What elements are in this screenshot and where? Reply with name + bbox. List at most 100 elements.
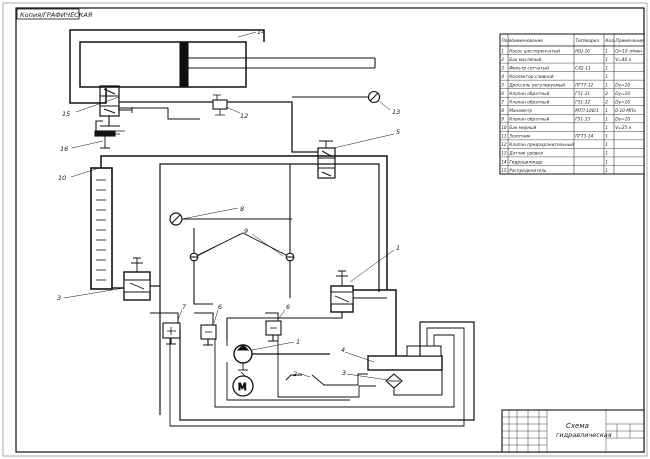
- spec-cell: Фильтр сетчатый: [509, 65, 549, 71]
- spec-cell: 2: [605, 100, 608, 106]
- spec-cell: 1: [605, 151, 608, 157]
- check-valve-7: [162, 322, 181, 345]
- hydraulic-scheme: M: [63, 29, 475, 427]
- motor-label: M: [238, 382, 247, 393]
- callout-numbers: 14 15 12 13 5 16 10 8 9 1 3 7 6 6 1 4 3 …: [57, 28, 400, 378]
- control-valve: [226, 270, 397, 362]
- spec-cell: 1: [605, 82, 608, 88]
- spec-cell: Насос шестеренчатый: [509, 48, 560, 54]
- pump: [233, 344, 330, 377]
- callout-5: 5: [396, 128, 400, 136]
- spec-cell: 2: [605, 91, 608, 97]
- return-line-2: [169, 327, 465, 427]
- callout-6a: 6: [218, 303, 222, 311]
- spec-cell: Бак мерный: [509, 125, 536, 131]
- spec-cell: 9: [501, 117, 504, 123]
- spec-cell: Клапан обратный: [509, 91, 549, 97]
- spec-cell: 1: [605, 125, 608, 131]
- spec-cell: 10: [501, 125, 507, 131]
- spec-cell: 0-10 МПа: [615, 108, 636, 114]
- corner-tag-text: Копия/ГРАФИЧЕСКАЯ: [20, 11, 93, 19]
- spec-cell: 5: [501, 82, 504, 88]
- spec-cell: 7: [501, 100, 504, 106]
- spec-cell: Г51-33: [575, 117, 590, 123]
- corner-tag-box: [16, 8, 80, 20]
- spec-cell: 4: [501, 74, 504, 80]
- title-line1: Схема: [566, 422, 589, 430]
- spec-cell: 1: [605, 117, 608, 123]
- relief-valve: [212, 94, 228, 116]
- spec-cell: Г51-32: [575, 100, 590, 106]
- spec-cell: Манометр: [509, 108, 532, 114]
- pressure-sensor: [292, 90, 381, 104]
- callout-4: 4: [341, 346, 345, 354]
- distributor-valve: [112, 257, 160, 301]
- branch-line-6a: [194, 312, 214, 325]
- spec-cell: Клапан обратный: [509, 117, 549, 123]
- suction-line: [311, 373, 368, 386]
- spec-cell: Датчик уровня: [508, 151, 543, 157]
- spec-cell: Г51-31: [575, 91, 590, 97]
- spec-cell: 11: [501, 134, 507, 140]
- check-valve-6a: [200, 324, 217, 346]
- spec-cell: Дроссель регулируемый: [508, 82, 565, 88]
- callout-1b: 1: [296, 338, 300, 346]
- spec-cell: Гидроцилиндр: [509, 159, 543, 165]
- callout-3b: 3: [342, 369, 346, 377]
- return-line-1: [179, 321, 475, 421]
- pressure-line-top: [119, 101, 318, 153]
- return-line-4: [277, 335, 376, 398]
- pressure-line-mid: [119, 107, 200, 120]
- callout-13: 13: [392, 108, 400, 116]
- spec-cell: Распределитель: [509, 168, 547, 174]
- second-header-line: [159, 163, 380, 415]
- check-valve-bridge: [193, 232, 291, 258]
- return-line-3: [214, 334, 455, 408]
- callout-6b: 6: [286, 303, 290, 311]
- spec-cell: МТП-100/1: [575, 108, 599, 114]
- spec-cell: Dу=10: [615, 117, 630, 123]
- pump-return-line: [285, 374, 302, 381]
- check-valve-6b: [265, 320, 282, 342]
- filter-out-line: [393, 370, 443, 396]
- spec-cell: 1: [605, 57, 608, 63]
- spec-cell: 1: [605, 159, 608, 165]
- spec-header-cell: Примечание: [616, 38, 644, 44]
- callout-leaders: [63, 31, 395, 381]
- callout-7: 7: [182, 303, 187, 311]
- spec-cell: С42-11: [575, 65, 591, 71]
- spec-cell: 13: [501, 151, 507, 157]
- callout-16: 16: [60, 145, 68, 153]
- main-header-line: [100, 155, 388, 290]
- spec-cell: Бак масляный: [509, 57, 541, 63]
- spec-cell: 1: [605, 142, 608, 148]
- spec-header-cell: Наименование: [510, 38, 544, 44]
- spec-cell: V=40 л: [615, 57, 631, 63]
- callout-15: 15: [62, 110, 70, 118]
- spec-cell: 1: [605, 65, 608, 71]
- callout-3a: 3: [57, 294, 61, 302]
- spec-cell: 1: [605, 168, 608, 174]
- spec-cell: Dу=10: [615, 91, 630, 97]
- callout-1a: 1: [396, 244, 400, 252]
- spec-cell: Коллектор сливной: [509, 74, 554, 80]
- spec-cell: ПГ73-14: [575, 134, 593, 140]
- spec-cell: 14: [501, 159, 507, 165]
- spec-cell: Dу=10: [615, 100, 630, 106]
- check-line-left: [193, 228, 213, 305]
- callout-2: 2: [293, 370, 297, 378]
- spec-cell: НШ-10: [575, 48, 590, 54]
- spec-cell: Dу=10: [615, 82, 630, 88]
- spec-cell: 15: [501, 168, 507, 174]
- spec-cell: Клапан предохранительный: [509, 142, 574, 148]
- spec-cell: 1: [501, 48, 504, 54]
- spec-cell: Клапан обратный: [509, 100, 549, 106]
- branch-line-6b: [265, 312, 279, 321]
- spec-header-cell: Поз.: [502, 38, 512, 44]
- spec-cell: 12: [501, 142, 507, 148]
- callout-10: 10: [58, 174, 66, 182]
- title-line2: гидравлическая: [556, 431, 612, 439]
- hydraulic-cylinder: [79, 41, 376, 88]
- spec-header-cell: Кол.: [606, 38, 616, 44]
